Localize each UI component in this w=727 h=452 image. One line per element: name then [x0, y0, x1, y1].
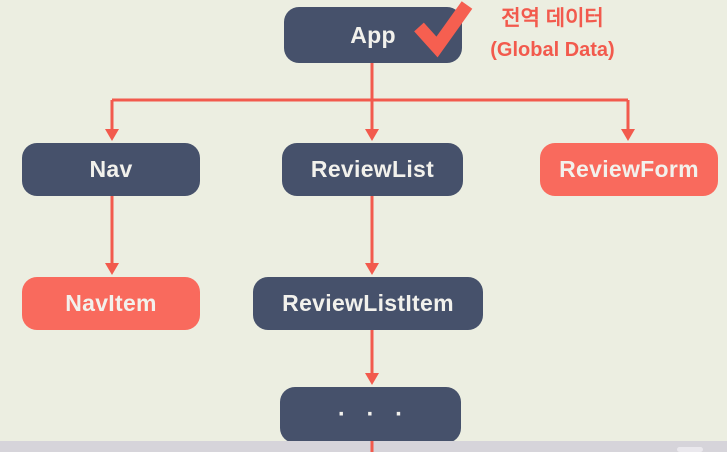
- node-reviewlist-label: ReviewList: [310, 156, 435, 182]
- node-reviewlistitem-label: ReviewListItem: [282, 290, 454, 316]
- node-app: App: [284, 7, 462, 63]
- node-nav-label: Nav: [89, 156, 133, 182]
- bottom-bar: [0, 441, 727, 452]
- node-navitem-label: NavItem: [65, 290, 157, 316]
- node-reviewlistitem: ReviewListItem: [253, 277, 483, 330]
- node-reviewlist: ReviewList: [282, 143, 463, 196]
- node-more-ellipsis: · · ·: [280, 387, 461, 443]
- arrowhead-navitem: [105, 263, 119, 275]
- annotation-korean: 전역 데이터: [501, 7, 604, 30]
- node-more-label: · · ·: [337, 401, 411, 428]
- node-app-label: App: [350, 21, 396, 48]
- arrowhead-more: [365, 373, 379, 385]
- node-reviewform: ReviewForm: [540, 143, 718, 196]
- node-reviewform-label: ReviewForm: [559, 156, 699, 182]
- arrowhead-reviewlist: [365, 129, 379, 141]
- arrowhead-nav: [105, 129, 119, 141]
- arrowhead-reviewform: [621, 129, 635, 141]
- annotation-english: (Global Data): [490, 38, 615, 61]
- bottom-bar-highlight: [677, 447, 703, 452]
- global-data-annotation: 전역 데이터 (Global Data): [455, 3, 650, 65]
- arrowhead-reviewlistitem: [365, 263, 379, 275]
- node-navitem: NavItem: [22, 277, 200, 330]
- node-nav: Nav: [22, 143, 200, 196]
